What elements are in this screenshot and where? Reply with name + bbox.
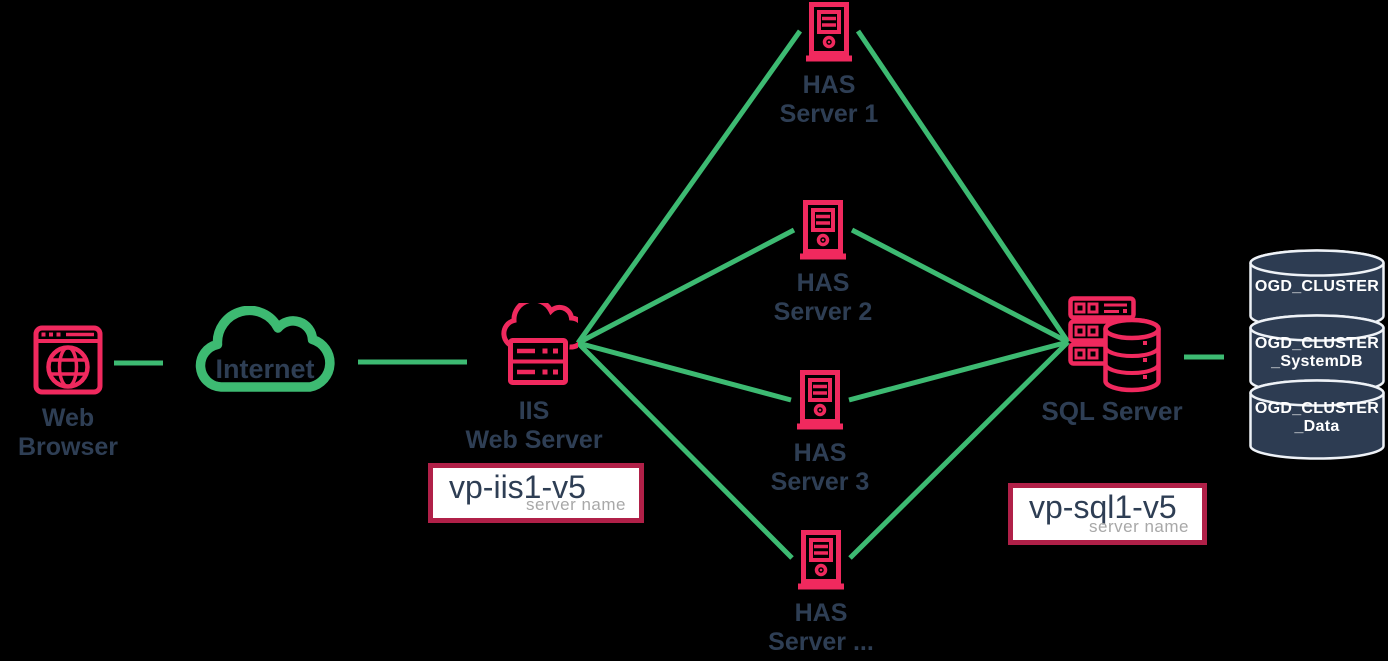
database-cylinder-3: OGD_CLUSTER _Data	[1248, 378, 1386, 462]
sql-server-name-box: vp-sql1-v5 server name	[1008, 483, 1207, 545]
web-browser-label: Web Browser	[17, 404, 119, 461]
has-server-3-icon	[797, 370, 843, 430]
sql-server-name-caption: server name	[1089, 517, 1189, 536]
has-server-1-icon	[806, 2, 852, 62]
database-cylinder-2-label: OGD_CLUSTER _SystemDB	[1254, 335, 1380, 371]
has-server-2-icon	[800, 200, 846, 260]
web-browser-icon	[33, 325, 103, 395]
has-server-1-label: HAS Server 1	[779, 71, 879, 128]
iis-webserver-icon	[501, 303, 578, 385]
iis-server-name-box: vp-iis1-v5 server name	[428, 463, 644, 523]
database-cylinder-2: OGD_CLUSTER _SystemDB	[1248, 313, 1386, 397]
database-cylinder-2-shape	[1249, 314, 1385, 395]
has-server-2-label: HAS Server 2	[773, 269, 873, 326]
sql-server-label: SQL Server	[1041, 396, 1183, 426]
database-cylinder-1-label: OGD_CLUSTER	[1254, 278, 1380, 295]
has-server-4-label: HAS Server ...	[768, 599, 874, 656]
database-cylinder-1: OGD_CLUSTER	[1248, 248, 1386, 332]
database-cylinder-1-shape	[1249, 249, 1385, 330]
iis-server-name-caption: server name	[526, 495, 626, 514]
iis-server-name-value: vp-iis1-v5	[449, 469, 586, 505]
sql-server-icon	[1068, 296, 1161, 393]
sql-server-name-value: vp-sql1-v5	[1029, 489, 1177, 525]
iis-label: IIS Web Server	[465, 397, 603, 454]
has-server-4-icon	[798, 530, 844, 590]
internet-label: Internet	[215, 354, 315, 384]
has-server-3-label: HAS Server 3	[770, 439, 870, 496]
database-cylinder-3-label: OGD_CLUSTER _Data	[1254, 400, 1380, 436]
database-cylinder-3-shape	[1249, 379, 1385, 460]
internet-cloud-icon	[195, 306, 335, 392]
